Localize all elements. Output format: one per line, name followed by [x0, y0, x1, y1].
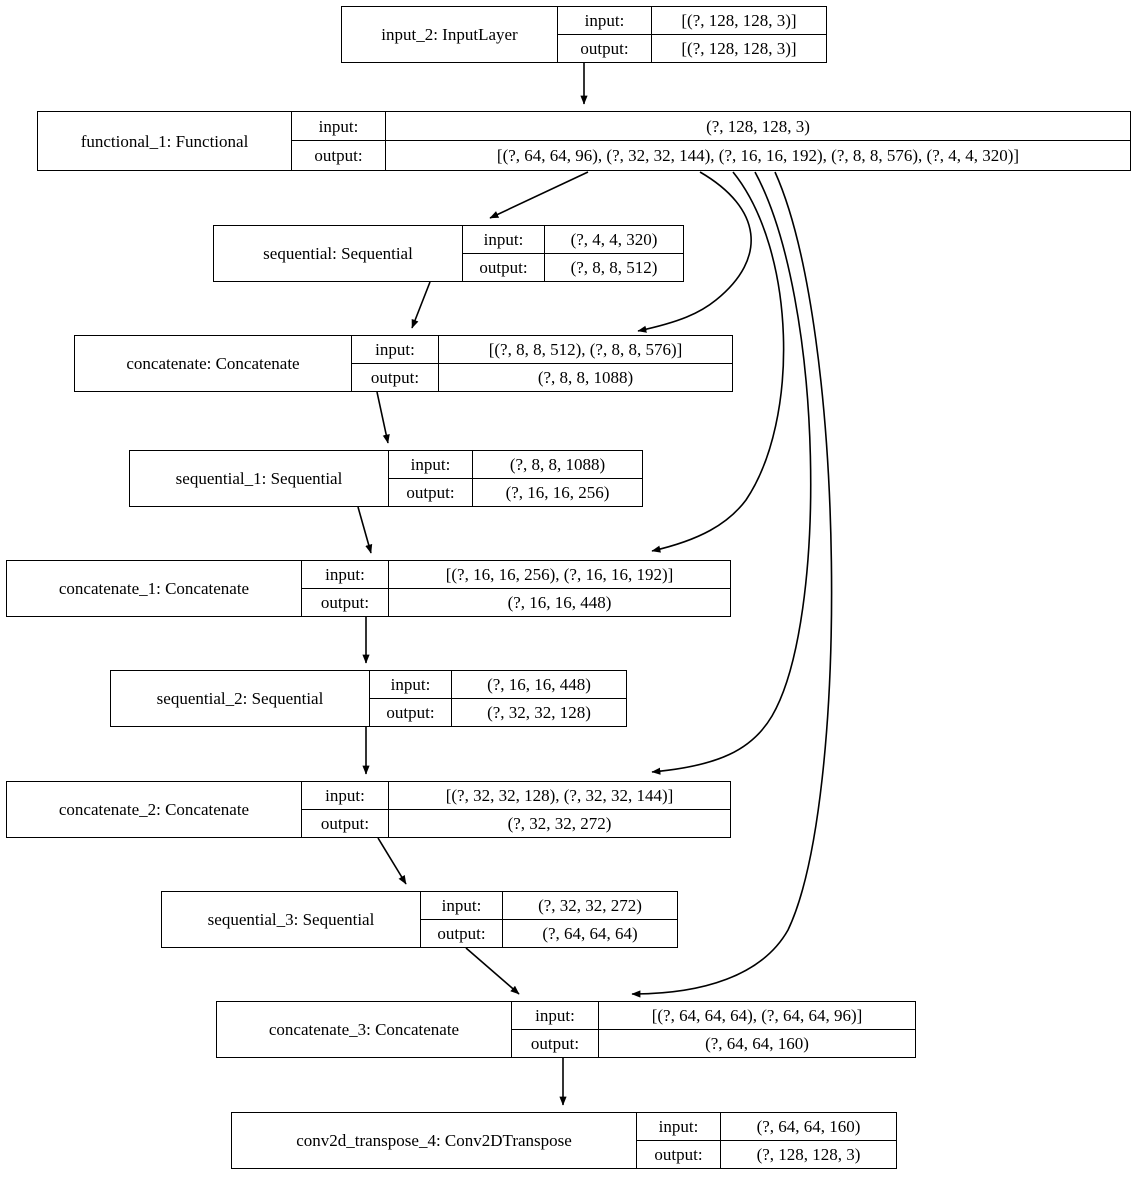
node-sequential_3[interactable]: sequential_3: Sequential input: output: … — [161, 891, 678, 948]
output-shape: (?, 64, 64, 64) — [542, 923, 638, 943]
input-row-label: input: — [558, 7, 651, 35]
input-row-label: input: — [512, 1002, 598, 1030]
node-sequential_2[interactable]: sequential_2: Sequential input: output: … — [110, 670, 627, 727]
io-shape-column: (?, 64, 64, 160) (?, 128, 128, 3) — [721, 1113, 896, 1168]
output-shape: (?, 64, 64, 160) — [705, 1033, 809, 1053]
output-shape: (?, 32, 32, 272) — [507, 813, 612, 833]
input-shape: [(?, 32, 32, 128), (?, 32, 32, 144)] — [389, 782, 730, 810]
node-concatenate_2[interactable]: concatenate_2: Concatenate input: output… — [6, 781, 731, 838]
io-shape-column: (?, 4, 4, 320) (?, 8, 8, 512) — [545, 226, 683, 281]
node-concatenate_1[interactable]: concatenate_1: Concatenate input: output… — [6, 560, 731, 617]
io-label-column: input: output: — [558, 7, 652, 62]
node-sequential[interactable]: sequential: Sequential input: output: (?… — [213, 225, 684, 282]
output-row-label: output: — [580, 38, 629, 58]
node-label: concatenate: Concatenate — [75, 336, 352, 391]
output-row-label: output: — [370, 367, 420, 387]
input-shape: (?, 128, 128, 3) — [386, 112, 1130, 141]
edge-concatenate_2-to-sequential_3 — [377, 837, 407, 885]
output-row-label: output: — [314, 146, 363, 165]
input-row-label: input: — [389, 451, 472, 479]
output-shape: [(?, 128, 128, 3)] — [681, 38, 797, 58]
output-row-label: output: — [654, 1144, 703, 1164]
io-shape-column: (?, 128, 128, 3) [(?, 64, 64, 96), (?, 3… — [386, 112, 1130, 170]
io-shape-column: (?, 8, 8, 1088) (?, 16, 16, 256) — [473, 451, 642, 506]
io-label-column: input: output: — [302, 782, 389, 837]
input-row-label: input: — [302, 782, 388, 810]
input-row-label: input: — [637, 1113, 720, 1141]
input-row-label: input: — [421, 892, 502, 920]
edge-concatenate-to-sequential_1 — [376, 391, 390, 444]
edge-sequential-to-concatenate — [411, 281, 431, 329]
io-label-column: input: output: — [421, 892, 503, 947]
node-label: sequential_3: Sequential — [162, 892, 421, 947]
input-row-label: input: — [292, 112, 385, 141]
node-functional_1[interactable]: functional_1: Functional input: output: … — [37, 111, 1131, 171]
io-label-column: input: output: — [352, 336, 439, 391]
output-row-label: output: — [437, 923, 486, 943]
io-shape-column: (?, 16, 16, 448) (?, 32, 32, 128) — [452, 671, 626, 726]
node-label: sequential_1: Sequential — [130, 451, 389, 506]
io-label-column: input: output: — [292, 112, 386, 170]
input-shape: (?, 8, 8, 1088) — [473, 451, 642, 479]
input-shape: [(?, 64, 64, 64), (?, 64, 64, 96)] — [599, 1002, 915, 1030]
node-label: conv2d_transpose_4: Conv2DTranspose — [232, 1113, 637, 1168]
node-label: concatenate_3: Concatenate — [217, 1002, 512, 1057]
io-shape-column: [(?, 64, 64, 64), (?, 64, 64, 96)] (?, 6… — [599, 1002, 915, 1057]
output-shape: (?, 32, 32, 128) — [487, 702, 591, 722]
node-conv2d_transpose_4[interactable]: conv2d_transpose_4: Conv2DTranspose inpu… — [231, 1112, 897, 1169]
input-shape: (?, 32, 32, 272) — [503, 892, 677, 920]
node-label: sequential_2: Sequential — [111, 671, 370, 726]
io-label-column: input: output: — [302, 561, 389, 616]
output-row-label: output: — [386, 702, 435, 722]
io-shape-column: [(?, 32, 32, 128), (?, 32, 32, 144)] (?,… — [389, 782, 730, 837]
input-shape: (?, 64, 64, 160) — [721, 1113, 896, 1141]
output-shape: (?, 16, 16, 448) — [507, 592, 612, 612]
input-row-label: input: — [302, 561, 388, 589]
node-label: functional_1: Functional — [38, 112, 292, 170]
node-concatenate[interactable]: concatenate: Concatenate input: output: … — [74, 335, 733, 392]
io-shape-column: [(?, 8, 8, 512), (?, 8, 8, 576)] (?, 8, … — [439, 336, 732, 391]
io-shape-column: (?, 32, 32, 272) (?, 64, 64, 64) — [503, 892, 677, 947]
node-label: input_2: InputLayer — [342, 7, 558, 62]
output-row-label: output: — [406, 482, 455, 502]
io-label-column: input: output: — [463, 226, 545, 281]
node-sequential_1[interactable]: sequential_1: Sequential input: output: … — [129, 450, 643, 507]
node-label: concatenate_1: Concatenate — [7, 561, 302, 616]
input-shape: [(?, 128, 128, 3)] — [652, 7, 826, 35]
io-shape-column: [(?, 128, 128, 3)] [(?, 128, 128, 3)] — [652, 7, 826, 62]
edge-sequential_3-to-concatenate_3 — [465, 947, 520, 995]
output-row-label: output: — [479, 257, 528, 277]
output-shape: (?, 8, 8, 1088) — [537, 367, 634, 387]
input-row-label: input: — [370, 671, 451, 699]
input-row-label: input: — [352, 336, 438, 364]
io-label-column: input: output: — [512, 1002, 599, 1057]
input-shape: [(?, 8, 8, 512), (?, 8, 8, 576)] — [439, 336, 732, 364]
output-shape: (?, 16, 16, 256) — [505, 482, 610, 502]
io-shape-column: [(?, 16, 16, 256), (?, 16, 16, 192)] (?,… — [389, 561, 730, 616]
edge-functional_1-to-sequential — [489, 171, 589, 219]
edge-sequential_1-to-concatenate_1 — [357, 506, 373, 554]
input-shape: [(?, 16, 16, 256), (?, 16, 16, 192)] — [389, 561, 730, 589]
node-label: concatenate_2: Concatenate — [7, 782, 302, 837]
io-label-column: input: output: — [637, 1113, 721, 1168]
input-shape: (?, 4, 4, 320) — [545, 226, 683, 254]
input-shape: (?, 16, 16, 448) — [452, 671, 626, 699]
io-label-column: input: output: — [389, 451, 473, 506]
node-label: sequential: Sequential — [214, 226, 463, 281]
output-row-label: output: — [320, 592, 370, 612]
input-row-label: input: — [463, 226, 544, 254]
node-concatenate_3[interactable]: concatenate_3: Concatenate input: output… — [216, 1001, 916, 1058]
node-input_2[interactable]: input_2: InputLayer input: output: [(?, … — [341, 6, 827, 63]
output-shape: [(?, 64, 64, 96), (?, 32, 32, 144), (?, … — [496, 146, 1020, 165]
io-label-column: input: output: — [370, 671, 452, 726]
output-row-label: output: — [530, 1033, 580, 1053]
output-row-label: output: — [320, 813, 370, 833]
output-shape: (?, 8, 8, 512) — [570, 257, 658, 277]
output-shape: (?, 128, 128, 3) — [756, 1144, 861, 1164]
